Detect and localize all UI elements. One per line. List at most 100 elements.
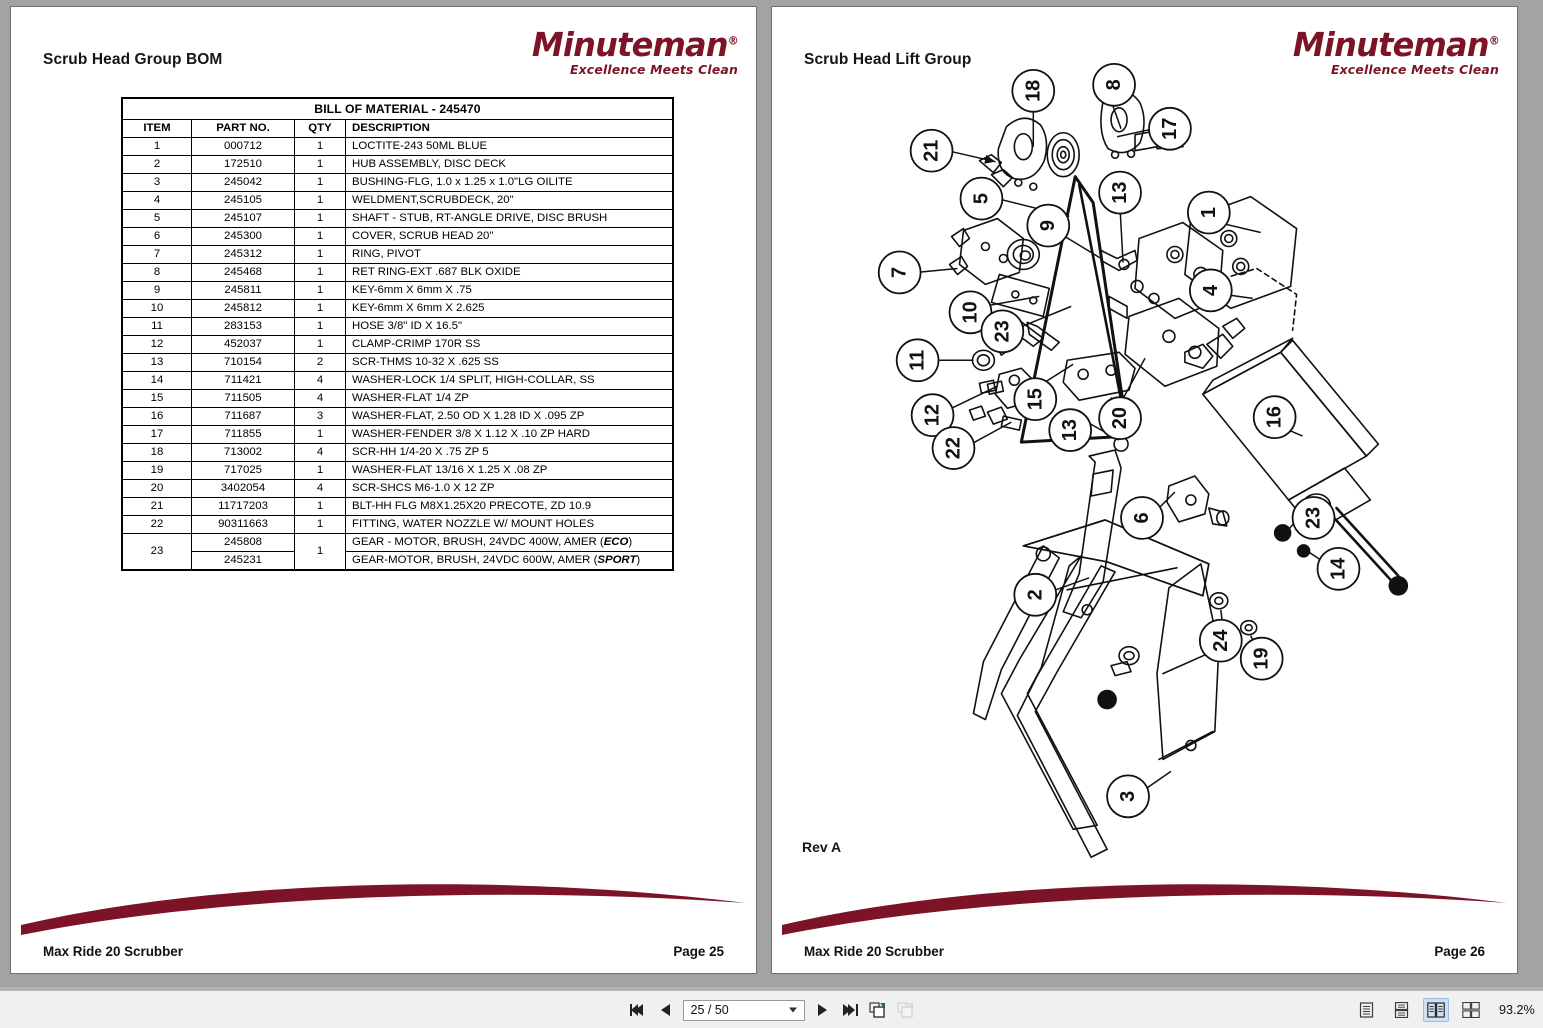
footer-swoosh-graphic [20,884,747,935]
cell-item: 12 [121,335,192,354]
col-header-item: ITEM [121,119,192,138]
first-page-button[interactable] [627,999,649,1021]
page-indicator-text: 25 / 50 [690,1003,729,1017]
callout-bubble: 19 [1239,636,1284,681]
zoom-level-value[interactable]: 93.2% [1499,1003,1535,1017]
callout-bubble: 13 [1098,170,1142,215]
cell-part-no: 11717203 [191,497,295,516]
cell-item: 15 [121,389,192,408]
cell-item: 10 [121,299,192,318]
logo-tagline: Excellence Meets Clean [1330,62,1499,77]
cell-description: KEY-6mm X 6mm X 2.625 [345,299,674,318]
next-page-button[interactable] [811,999,833,1021]
callout-number: 15 [1024,388,1046,410]
callout-bubble: 12 [910,393,955,438]
callout-number: 12 [922,404,944,426]
footer-model-name-left: Max Ride 20 Scrubber [43,944,183,959]
cell-part-no: 717025 [191,461,295,480]
next-view-button[interactable] [895,999,917,1021]
callout-number: 7 [889,267,911,278]
callout-number: 6 [1131,512,1153,523]
callout-number: 3 [1117,791,1139,802]
last-page-button[interactable] [839,999,861,1021]
registered-mark-icon: ® [1488,34,1500,48]
cell-part-no: 711855 [191,425,295,444]
cell-qty: 1 [294,281,346,300]
previous-view-button[interactable] [867,999,889,1021]
page-25[interactable]: Scrub Head Group BOM Minuteman® Excellen… [10,6,757,974]
cell-item: 20 [121,479,192,498]
callout-bubble: 23 [980,309,1025,354]
callout-bubble: 23 [1291,496,1336,540]
callout-bubble: 24 [1198,618,1243,663]
callout-bubble: 22 [931,426,976,470]
page-26[interactable]: Scrub Head Lift Group Minuteman® Excelle… [771,6,1518,974]
view-mode-continuous-scroll[interactable] [1388,998,1414,1022]
callout-number: 19 [1251,648,1273,670]
callout-number: 9 [1037,220,1059,231]
callout-bubble: 4 [1188,268,1233,313]
cell-part-no: 245231 [191,551,295,571]
callout-number: 8 [1103,79,1125,90]
callout-number: 21 [921,140,943,162]
callout-number: 5 [970,193,992,204]
cell-part-no: 711505 [191,389,295,408]
cell-description: WASHER-FLAT 13/16 X 1.25 X .08 ZP [345,461,674,480]
callout-number: 20 [1109,407,1131,429]
callout-number: 22 [943,437,965,459]
cell-qty: 1 [294,335,346,354]
page-number-input[interactable]: 25 / 50 [682,999,805,1021]
cell-description: KEY-6mm X 6mm X .75 [345,281,674,300]
cell-part-no: 90311663 [191,515,295,534]
cell-part-no: 452037 [191,335,295,354]
callout-bubble: 2 [1013,572,1058,617]
cell-description: GEAR-MOTOR, BRUSH, 24VDC 600W, AMER (SPO… [345,551,674,571]
cell-item: 13 [121,353,192,372]
callout-bubble: 17 [1148,106,1192,151]
cell-item: 9 [121,281,192,300]
cell-qty: 1 [294,155,346,174]
bom-header-row: ITEM PART NO. QTY DESCRIPTION [121,119,674,138]
desc-emphasis: SPORT [597,554,637,566]
previous-page-button[interactable] [655,999,677,1021]
callout-number: 24 [1210,630,1232,652]
callout-bubble: 9 [1026,203,1071,248]
cell-qty: 4 [294,371,346,390]
cell-item: 16 [121,407,192,426]
cell-part-no: 245811 [191,281,295,300]
view-mode-two-page-scroll[interactable] [1458,998,1484,1022]
callout-number: 4 [1200,285,1222,296]
cell-description: LOCTITE-243 50ML BLUE [345,137,674,156]
cell-part-no: 245312 [191,245,295,264]
callout-bubble: 1 [1186,190,1231,235]
cell-item: 19 [121,461,192,480]
cell-qty: 4 [294,479,346,498]
document-viewport[interactable]: Scrub Head Group BOM Minuteman® Excellen… [0,0,1543,990]
table-row: 245231 GEAR-MOTOR, BRUSH, 24VDC 600W, AME… [122,551,674,571]
cell-description: WASHER-FLAT, 2.50 OD X 1.28 ID X .095 ZP [345,407,674,426]
view-mode-single-page[interactable] [1353,998,1379,1022]
cell-description: RING, PIVOT [345,245,674,264]
cell-description: SCR-SHCS M6-1.0 X 12 ZP [345,479,674,498]
cell-item: 5 [121,209,192,228]
view-mode-two-page[interactable] [1423,998,1449,1022]
cell-description: CLAMP-CRIMP 170R SS [345,335,674,354]
cell-description: SCR-THMS 10-32 X .625 SS [345,353,674,372]
callout-number: 2 [1024,589,1046,600]
callout-number: 23 [1303,507,1325,529]
cell-part-no: 245107 [191,209,295,228]
chevron-down-icon[interactable] [788,1007,797,1013]
